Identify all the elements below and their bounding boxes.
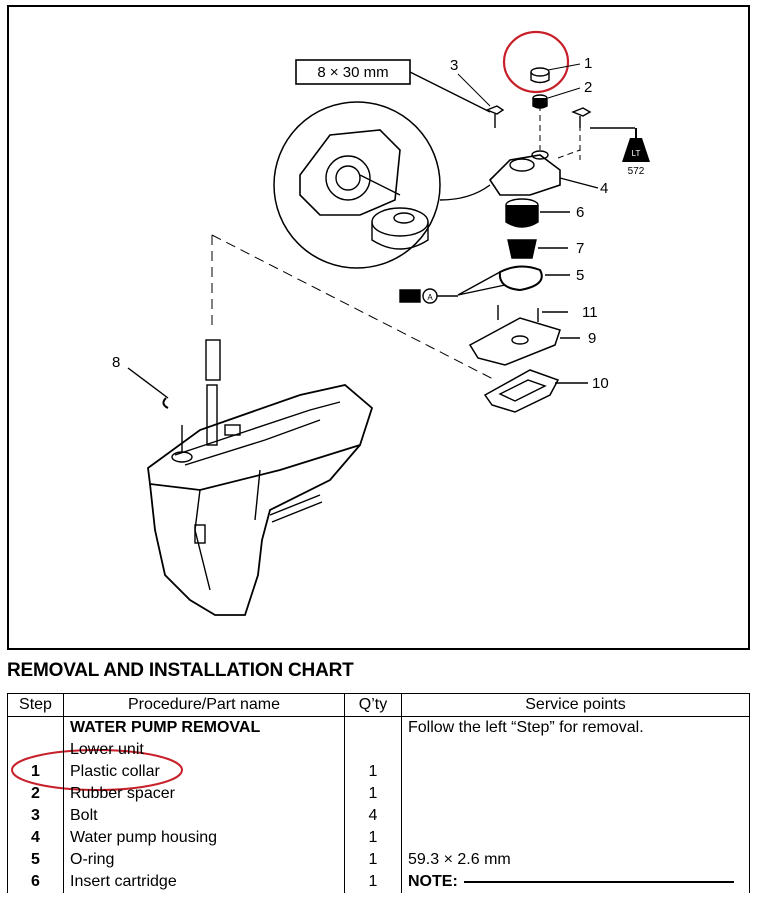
table-row: WATER PUMP REMOVAL Follow the left “Step… [7,716,750,739]
removal-installation-table: Step Procedure/Part name Q’ty Service po… [7,693,750,893]
callout-6: 6 [576,204,584,221]
callout-3: 3 [450,57,458,74]
lt-adhesive-icon: LT 572 [622,128,650,177]
svg-text:LT: LT [632,149,641,158]
table-row: 3 Bolt 4 [7,805,750,827]
chart-title: REMOVAL AND INSTALLATION CHART [7,660,354,681]
table-row: 6 Insert cartridge 1 NOTE: [7,871,750,893]
header-service-points: Service points [401,693,750,717]
grease-label: A [427,293,433,302]
callout-5: 5 [576,267,584,284]
svg-text:572: 572 [628,166,645,177]
header-step: Step [7,693,64,717]
callout-7: 7 [576,240,584,257]
callout-8: 8 [112,354,120,371]
dimension-label: 8 × 30 mm [317,64,388,81]
red-annotation-circle [502,30,570,94]
table-row: 2 Rubber spacer 1 [7,783,750,805]
detail-circle [273,101,441,269]
table-header-row: Step Procedure/Part name Q’ty Service po… [7,693,750,717]
table-row: Lower unit [7,739,750,761]
table-row: 4 Water pump housing 1 [7,827,750,849]
callout-1: 1 [584,55,592,72]
header-procedure: Procedure/Part name [63,693,345,717]
note-rule [463,880,734,883]
exploded-diagram-frame [7,5,750,650]
callout-10: 10 [592,375,609,392]
table-row: 5 O-ring 1 59.3 × 2.6 mm [7,849,750,871]
header-qty: Q’ty [344,693,402,717]
note-label: NOTE: [408,873,458,890]
callout-11: 11 [582,304,598,321]
table-row: 1 Plastic collar 1 [7,761,750,783]
callout-9: 9 [588,330,596,347]
callout-2: 2 [584,79,592,96]
callout-4: 4 [600,180,608,197]
